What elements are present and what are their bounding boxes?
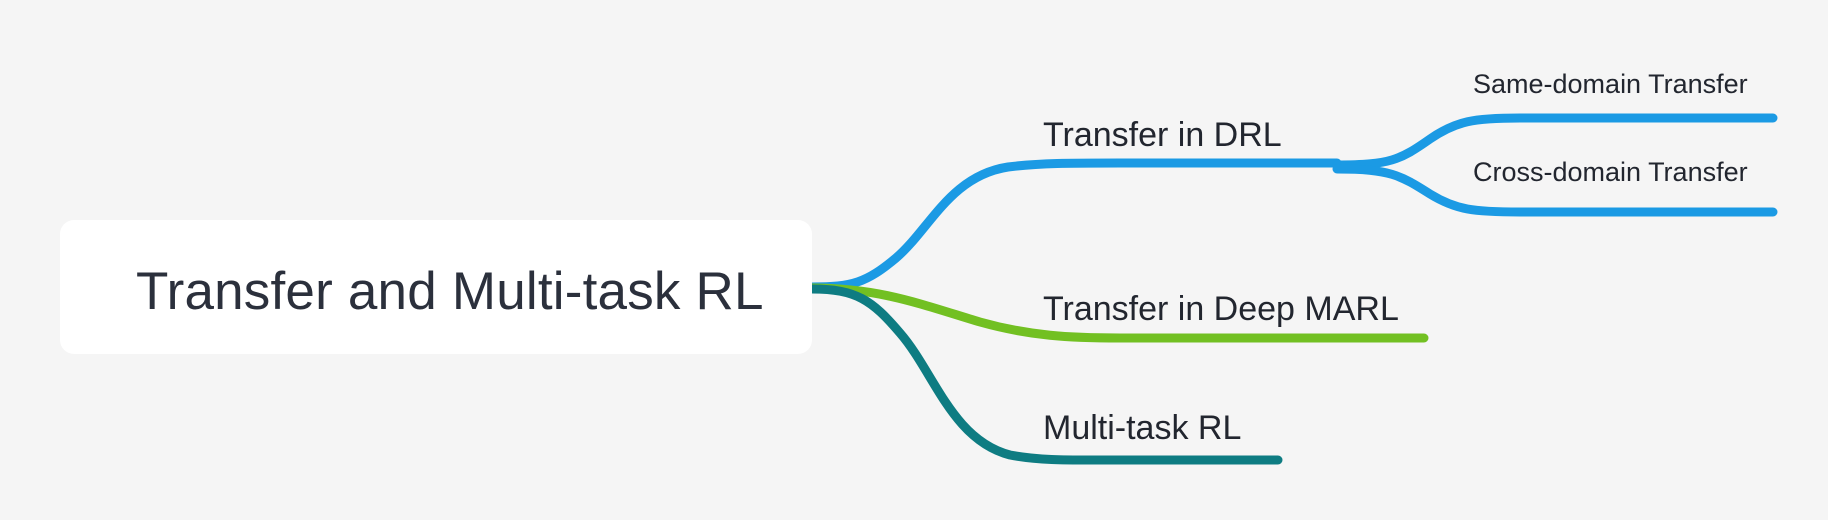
node-transfer-in-deep-marl[interactable]: Transfer in Deep MARL — [1043, 290, 1399, 328]
node-multi-task-rl[interactable]: Multi-task RL — [1043, 409, 1242, 447]
root-node-label[interactable]: Transfer and Multi-task RL — [136, 262, 764, 321]
node-transfer-in-drl[interactable]: Transfer in DRL — [1043, 116, 1282, 154]
link-root-to-transfer-in-drl — [807, 158, 1342, 292]
node-cross-domain-transfer[interactable]: Cross-domain Transfer — [1473, 157, 1748, 187]
root-node-box[interactable] — [60, 220, 812, 354]
node-same-domain-transfer[interactable]: Same-domain Transfer — [1473, 69, 1748, 99]
